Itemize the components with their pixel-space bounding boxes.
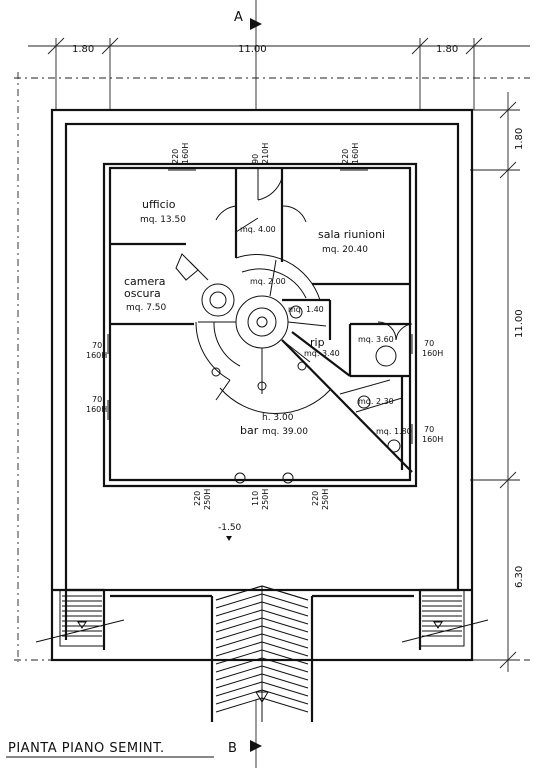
- hatch-line: [215, 697, 263, 713]
- hatch-line: [261, 673, 309, 689]
- section-marker-a: [250, 0, 262, 110]
- hatch-line: [261, 689, 309, 705]
- stair-right-arrow: [401, 619, 489, 643]
- opening-right-2-h: 160H: [422, 435, 443, 444]
- opening-bottom-2-w: 110: [251, 491, 260, 506]
- dim-right-top: 1.80: [514, 128, 525, 150]
- opening-bottom-1-h: 250H: [203, 489, 212, 510]
- opening-bottom-1-w: 220: [193, 491, 202, 506]
- opening-right-2-w: 70: [424, 425, 434, 434]
- hatch-line: [215, 609, 263, 625]
- room-camera-name: camera: [124, 275, 166, 288]
- hatch-line: [261, 625, 309, 641]
- dim-top-left: 1.80: [72, 44, 94, 55]
- hatch-line: [215, 625, 263, 641]
- hatch-line: [215, 585, 263, 601]
- hatch-line: [215, 641, 263, 657]
- hatch-line: [215, 673, 263, 689]
- stair-left-arrow: [35, 619, 125, 643]
- room-sala-name: sala riunioni: [318, 228, 385, 241]
- opening-left-2-h: 160H: [86, 405, 107, 414]
- opening-bottom-3-h: 250H: [321, 489, 330, 510]
- hatch-line: [261, 665, 309, 681]
- windows: [107, 169, 413, 484]
- opening-top-right-h: 160H: [351, 143, 360, 164]
- level-marker: -1.50: [218, 523, 242, 533]
- hatch-line: [261, 585, 309, 601]
- hatch-line: [261, 641, 309, 657]
- hatch-line: [261, 657, 309, 673]
- level-arrow: [226, 536, 232, 541]
- room-camera-area: mq. 7.50: [126, 303, 167, 313]
- dim-top-center: 11.00: [238, 44, 267, 55]
- stair-left-down-icon: [77, 621, 87, 629]
- opening-top-left-w: 220: [171, 149, 180, 164]
- section-marker-b: [250, 700, 262, 768]
- rip-label: rip: [310, 336, 325, 349]
- ramp-down-icon: [255, 691, 269, 703]
- stair-left-treads: [62, 595, 102, 637]
- opening-left-1-h: 160H: [86, 351, 107, 360]
- room-sala-area: mq. 20.40: [322, 245, 368, 255]
- interior-partitions: [110, 168, 413, 473]
- small-area-6: mq. 2.30: [358, 397, 394, 406]
- opening-right-1-h: 160H: [422, 349, 443, 358]
- room-ufficio-name: ufficio: [142, 198, 176, 211]
- hatch-line: [261, 617, 309, 633]
- stair-left: [59, 589, 105, 647]
- stair-right-down-icon: [433, 621, 443, 629]
- hatch-line: [261, 601, 309, 617]
- hatch-line: [215, 593, 263, 609]
- hatch-line: [261, 697, 309, 713]
- hatch-line: [215, 681, 263, 697]
- drawing-title: PIANTA PIANO SEMINT.: [8, 741, 165, 756]
- opening-top-left-h: 160H: [181, 143, 190, 164]
- opening-left-1-w: 70: [92, 341, 102, 350]
- section-label-a: A: [234, 10, 243, 25]
- small-area-1: mq. 4.00: [240, 225, 276, 234]
- hatch-line: [215, 617, 263, 633]
- opening-door-h: 210H: [261, 143, 270, 164]
- hatch-line: [261, 681, 309, 697]
- door-swings: [215, 168, 413, 453]
- hatch-line: [261, 633, 309, 649]
- small-area-2: mq. 2.00: [250, 277, 286, 286]
- opening-bottom-2-h: 250H: [261, 489, 270, 510]
- hatch-line: [215, 601, 263, 617]
- opening-right-1-w: 70: [424, 339, 434, 348]
- stair-right-treads: [422, 595, 462, 637]
- hatch-line: [261, 609, 309, 625]
- dim-right-bottom: 6.30: [514, 566, 525, 588]
- hatch-line: [215, 657, 263, 673]
- hatch-line: [261, 649, 309, 665]
- opening-door-w: 90: [251, 154, 260, 164]
- ramp-hatching: [215, 585, 309, 713]
- small-area-3: mq. 1.40: [288, 305, 324, 314]
- stair-right: [419, 589, 465, 647]
- room-bar-height: h. 3.00: [262, 413, 294, 423]
- hatch-line: [261, 593, 309, 609]
- opening-bottom-3-w: 220: [311, 491, 320, 506]
- dim-top-right: 1.80: [436, 44, 458, 55]
- hatch-line: [215, 689, 263, 705]
- hatch-line: [215, 665, 263, 681]
- section-label-b: B: [228, 741, 237, 756]
- opening-left-2-w: 70: [92, 395, 102, 404]
- room-ufficio-area: mq. 13.50: [140, 215, 186, 225]
- hatch-line: [215, 633, 263, 649]
- room-bar-area: mq. 39.00: [262, 427, 308, 437]
- room-camera-name2: oscura: [124, 287, 161, 300]
- dim-right-middle: 11.00: [514, 309, 525, 338]
- spiral-staircase: [175, 253, 331, 414]
- opening-top-right-w: 220: [341, 149, 350, 164]
- small-area-7: mq. 1.80: [376, 427, 412, 436]
- small-area-5: mq. 3.60: [358, 335, 394, 344]
- small-area-4: mq. 3.40: [304, 349, 340, 358]
- hatch-line: [215, 649, 263, 665]
- room-bar-name: bar: [240, 424, 259, 437]
